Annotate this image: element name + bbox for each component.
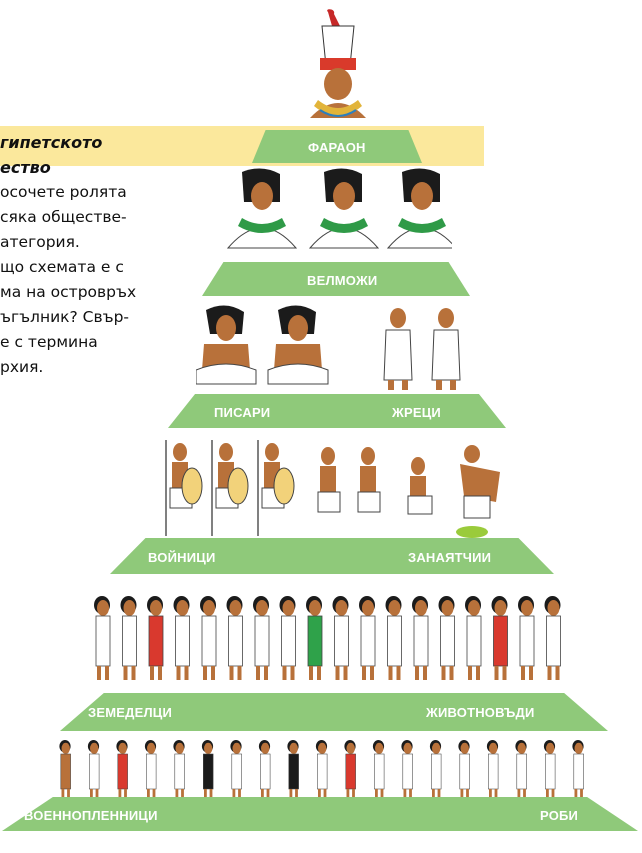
farmer-figure-6 xyxy=(226,596,243,680)
question-text: гипетското ество осочете ролята сяка общ… xyxy=(0,130,136,380)
farmer-figure-12 xyxy=(385,596,402,680)
slave-figure-18 xyxy=(543,740,556,799)
tier-label-warriors: ВОЙНИЦИ xyxy=(148,550,216,565)
slave-figure-14 xyxy=(429,740,442,799)
tier-label-nobles: ВЕЛМОЖИ xyxy=(307,273,378,288)
farmer-figure-16 xyxy=(491,596,508,680)
scribe-1 xyxy=(196,305,257,385)
noble-2 xyxy=(308,168,380,249)
tier-warriors-craftsmen xyxy=(110,538,554,574)
text-line-7: е с термина xyxy=(0,333,98,351)
text-line-3: атегория. xyxy=(0,233,80,251)
slave-figure-17 xyxy=(515,740,527,799)
tier-label-slaves: РОБИ xyxy=(540,808,579,823)
farmer-figure-17 xyxy=(518,596,535,680)
warrior-group xyxy=(165,440,295,536)
tier-farmers-herders xyxy=(60,693,608,731)
farmer-figure-14 xyxy=(438,596,455,680)
slave-figure-13 xyxy=(401,740,413,799)
farmer-figure-18 xyxy=(544,596,561,680)
tier-label-farmers: ЗЕМЕДЕЛЦИ xyxy=(88,705,173,720)
text-title-line-2: ество xyxy=(0,158,51,177)
slave-figure-6 xyxy=(201,740,214,799)
farmer-figure-15 xyxy=(465,596,482,680)
slave-figure-11 xyxy=(344,740,356,799)
tier-prisoners-slaves xyxy=(2,797,638,831)
tier-label-herders: ЖИВОТНОВЪДИ xyxy=(426,705,535,720)
slave-figure-5 xyxy=(173,740,185,799)
text-line-2: сяка обществе- xyxy=(0,208,127,226)
tier-label-pharaoh: ФАРАОН xyxy=(308,140,366,155)
farmer-figure-5 xyxy=(200,596,217,680)
scribe-2 xyxy=(267,305,329,385)
tier-nobles xyxy=(202,262,470,296)
tier-scribes-priests xyxy=(168,394,506,428)
slave-figure-4 xyxy=(144,740,157,799)
craftsmen-group xyxy=(317,445,500,538)
farmers-herders-figures xyxy=(94,596,561,680)
text-line-5: ма на островръх xyxy=(0,283,137,301)
noble-1 xyxy=(226,168,298,249)
pharaoh-figure xyxy=(310,9,366,118)
farmer-figure-1 xyxy=(94,596,111,680)
farmer-figure-9 xyxy=(306,596,323,680)
noble-3 xyxy=(386,168,452,249)
scribes-priests-figures xyxy=(196,305,461,390)
farmer-figure-13 xyxy=(412,596,429,680)
slave-figure-19 xyxy=(572,740,584,799)
priest-1 xyxy=(383,308,413,390)
tier-label-priests: ЖРЕЦИ xyxy=(392,405,441,420)
farmer-figure-11 xyxy=(359,596,376,680)
text-line-1: осочете ролята xyxy=(0,183,127,201)
farmer-figure-7 xyxy=(253,596,270,680)
prisoners-slaves-figures xyxy=(59,740,584,799)
text-title-line-1: гипетското xyxy=(0,133,103,152)
slave-figure-8 xyxy=(258,740,271,799)
slave-figure-12 xyxy=(372,740,385,799)
farmer-figure-3 xyxy=(147,596,164,680)
slave-figure-10 xyxy=(315,740,328,799)
text-line-4: що схемата е с xyxy=(0,258,124,276)
text-line-8: рхия. xyxy=(0,358,44,376)
slave-figure-1 xyxy=(59,740,71,799)
farmer-figure-10 xyxy=(332,596,349,680)
slave-figure-9 xyxy=(287,740,299,799)
priest-2 xyxy=(431,308,461,390)
farmer-figure-2 xyxy=(120,596,137,680)
tier-label-scribes: ПИСАРИ xyxy=(214,405,271,420)
slave-figure-2 xyxy=(87,740,100,799)
tier-label-prisoners: ВОЕННОПЛЕННИЦИ xyxy=(24,808,158,823)
slave-figure-16 xyxy=(486,740,499,799)
tier-pharaoh xyxy=(252,130,422,163)
text-line-6: ъгълник? Свър- xyxy=(0,308,130,326)
farmer-figure-4 xyxy=(173,596,190,680)
warriors-craftsmen-figures xyxy=(165,440,500,538)
nobles-figures xyxy=(226,168,452,249)
tier-label-craftsmen: ЗАНАЯТЧИИ xyxy=(408,550,492,565)
slave-figure-15 xyxy=(458,740,470,799)
slave-figure-7 xyxy=(230,740,242,799)
slave-figure-3 xyxy=(116,740,128,799)
farmer-figure-8 xyxy=(279,596,296,680)
